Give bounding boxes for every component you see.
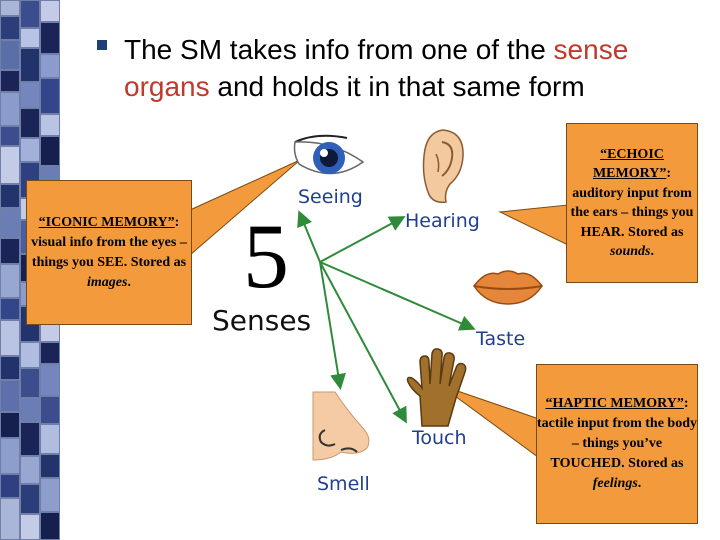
iconic-memory-callout: “ICONIC MEMORY”: visual info from the ey…	[26, 180, 192, 325]
heading-highlight: sense organs	[124, 34, 629, 102]
iconic-body: visual info from the eyes –things you SE…	[31, 234, 187, 270]
ear-icon	[422, 129, 464, 204]
echoic-callout-pointer	[498, 204, 569, 246]
arrow-to-taste	[319, 261, 476, 331]
stripe-column	[0, 0, 20, 540]
iconic-title: “ICONIC MEMORY”	[38, 214, 175, 230]
arrow-to-seeing	[297, 210, 321, 263]
arrow-to-hearing	[319, 216, 406, 263]
echoic-end: .	[650, 244, 654, 259]
iconic-colon: :	[174, 214, 180, 230]
number-five: 5	[243, 205, 289, 307]
seeing-label: Seeing	[298, 186, 363, 208]
touch-label: Touch	[412, 427, 467, 449]
lips-icon	[473, 270, 543, 305]
haptic-end: .	[637, 476, 642, 491]
arrow-to-smell	[319, 261, 346, 390]
haptic-body: tactile input from the body – things you…	[537, 416, 697, 471]
hearing-label: Hearing	[405, 210, 480, 232]
echoic-title: “ECHOIC MEMORY”	[592, 146, 667, 182]
arrow-to-touch	[319, 261, 407, 424]
iconic-emphasis: images	[87, 274, 128, 290]
eye-icon	[293, 134, 365, 175]
iconic-end: .	[127, 274, 131, 290]
taste-label: Taste	[476, 328, 526, 350]
heading-text: The SM takes info from one of the	[124, 34, 554, 65]
heading-text-end: and holds it in that same form	[209, 71, 585, 102]
smell-label: Smell	[317, 473, 370, 495]
nose-icon	[312, 391, 370, 461]
echoic-colon: :	[666, 166, 672, 181]
haptic-title: “HAPTIC MEMORY”	[545, 396, 684, 411]
senses-label: Senses	[212, 304, 312, 337]
bullet-icon	[97, 40, 107, 50]
haptic-colon: :	[683, 396, 689, 411]
echoic-body: auditory input from the ears – things yo…	[570, 185, 694, 240]
haptic-emphasis: feelings	[592, 476, 638, 491]
echoic-emphasis: sounds	[610, 244, 651, 259]
haptic-memory-callout: “HAPTIC MEMORY”: tactile input from the …	[536, 364, 698, 524]
echoic-memory-callout: “ECHOIC MEMORY”: auditory input from the…	[566, 123, 698, 283]
slide-heading: The SM takes info from one of the sense …	[124, 31, 684, 105]
hand-icon	[406, 348, 467, 427]
